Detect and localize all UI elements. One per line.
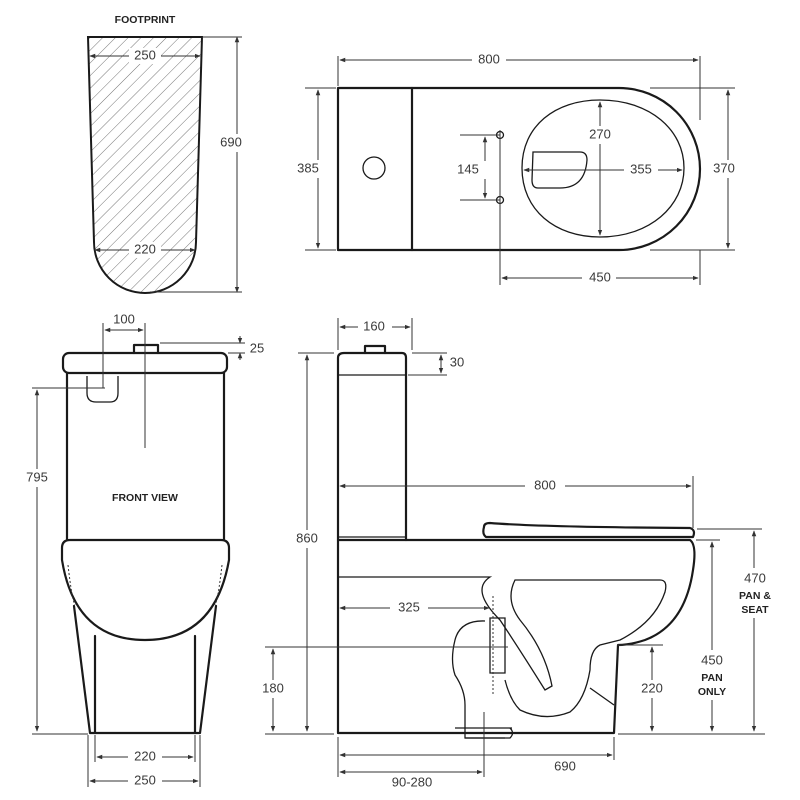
dim-button-height: 25 <box>250 340 264 355</box>
dim-inlet-height: 795 <box>26 469 48 484</box>
seat-label-line2: SEAT <box>741 604 769 616</box>
waste-outlet-circle <box>362 156 386 180</box>
dim-top-length: 800 <box>478 51 500 66</box>
dim-tank-depth: 385 <box>297 160 319 175</box>
dim-seat-width: 270 <box>589 126 611 141</box>
seat-outline <box>521 99 685 238</box>
dim-footprint-length: 690 <box>220 134 242 149</box>
footprint-title: FOOTPRINT <box>115 14 176 26</box>
side-view: 160 30 860 800 325 180 220 450 PAN ONLY … <box>258 318 774 789</box>
front-view-title: FRONT VIEW <box>112 492 178 504</box>
dim-bolt-spacing: 145 <box>457 161 479 176</box>
dim-button-offset: 100 <box>113 311 135 326</box>
dim-set-out-range: 90-280 <box>392 774 432 789</box>
dim-front-base-height: 220 <box>641 680 663 695</box>
dim-base-length: 690 <box>554 758 576 773</box>
top-view: 800 385 370 145 270 355 450 <box>292 51 748 286</box>
dim-seat-height: 470 <box>744 570 766 585</box>
dim-pan-height: 450 <box>701 652 723 667</box>
dim-front-base-inner: 220 <box>134 748 156 763</box>
dim-bolt-to-front: 450 <box>589 269 611 284</box>
dim-front-base-outer: 250 <box>134 772 156 787</box>
dim-footprint-top-width: 250 <box>134 47 156 62</box>
pan-label-line1: PAN <box>701 672 722 684</box>
dim-side-tank-depth: 160 <box>363 318 385 333</box>
dim-seat-length: 355 <box>630 161 652 176</box>
dim-footprint-bottom-width: 220 <box>134 241 156 256</box>
dim-side-button-height: 30 <box>450 354 464 369</box>
dim-side-length: 800 <box>534 477 556 492</box>
dim-bowl-width: 370 <box>713 160 735 175</box>
dim-overall-height: 860 <box>296 530 318 545</box>
dim-outlet-setback: 325 <box>398 599 420 614</box>
pan-label-line2: ONLY <box>698 686 726 698</box>
dim-outlet-height: 180 <box>262 680 284 695</box>
front-view: FRONT VIEW 100 25 795 220 250 <box>20 311 264 789</box>
seat-label-line1: PAN & <box>739 590 771 602</box>
footprint-shape <box>86 36 204 294</box>
footprint-view: FOOTPRINT 690 250 220 <box>86 14 254 294</box>
